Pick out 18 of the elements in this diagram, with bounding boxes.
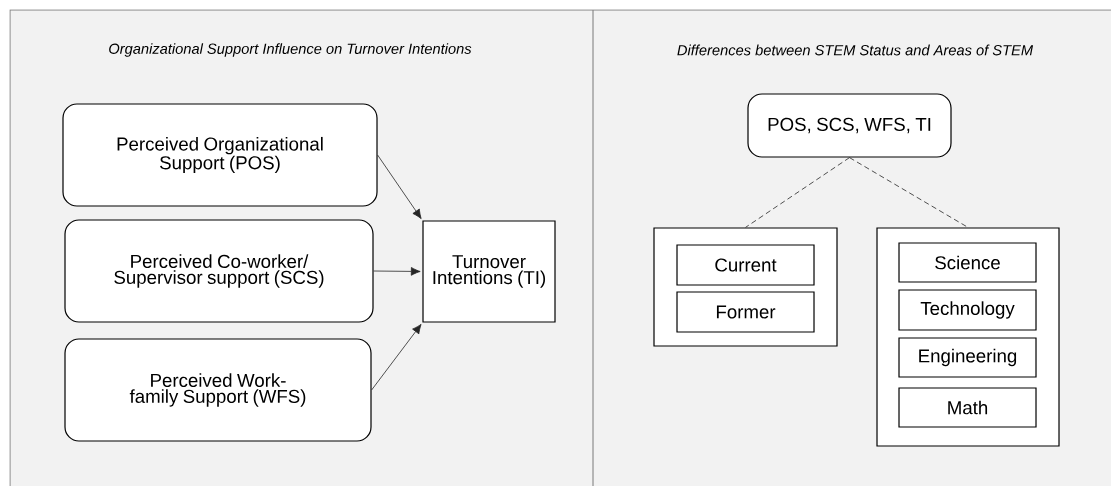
process-box: Technology: [898, 289, 1037, 331]
process-box: POS, SCS, WFS, TI: [747, 93, 952, 158]
arrow: [373, 267, 421, 276]
process-box: Engineering: [898, 337, 1037, 378]
process-box: Perceived Co-worker/ Supervisor support (SCS): [64, 219, 374, 323]
process-box: Former: [676, 291, 815, 333]
process-box: Math: [898, 387, 1037, 428]
process-box: Science: [898, 242, 1037, 283]
dashed-line: [849, 157, 969, 228]
arrow: [371, 324, 422, 391]
arrow: [377, 154, 422, 219]
dashed-line: [745, 157, 850, 228]
process-box: Current: [676, 244, 815, 286]
process-box: Perceived Work-family Support (WFS): [64, 338, 372, 442]
panel-heading: Differences between STEM Status and Areas of STEM: [677, 44, 1034, 56]
panel-heading: Organizational Support Influence on Turnover Intentions: [109, 43, 472, 57]
process-box: Turnover Intentions (TI): [422, 220, 556, 323]
process-box: Perceived Organizational Support (POS): [62, 103, 378, 207]
